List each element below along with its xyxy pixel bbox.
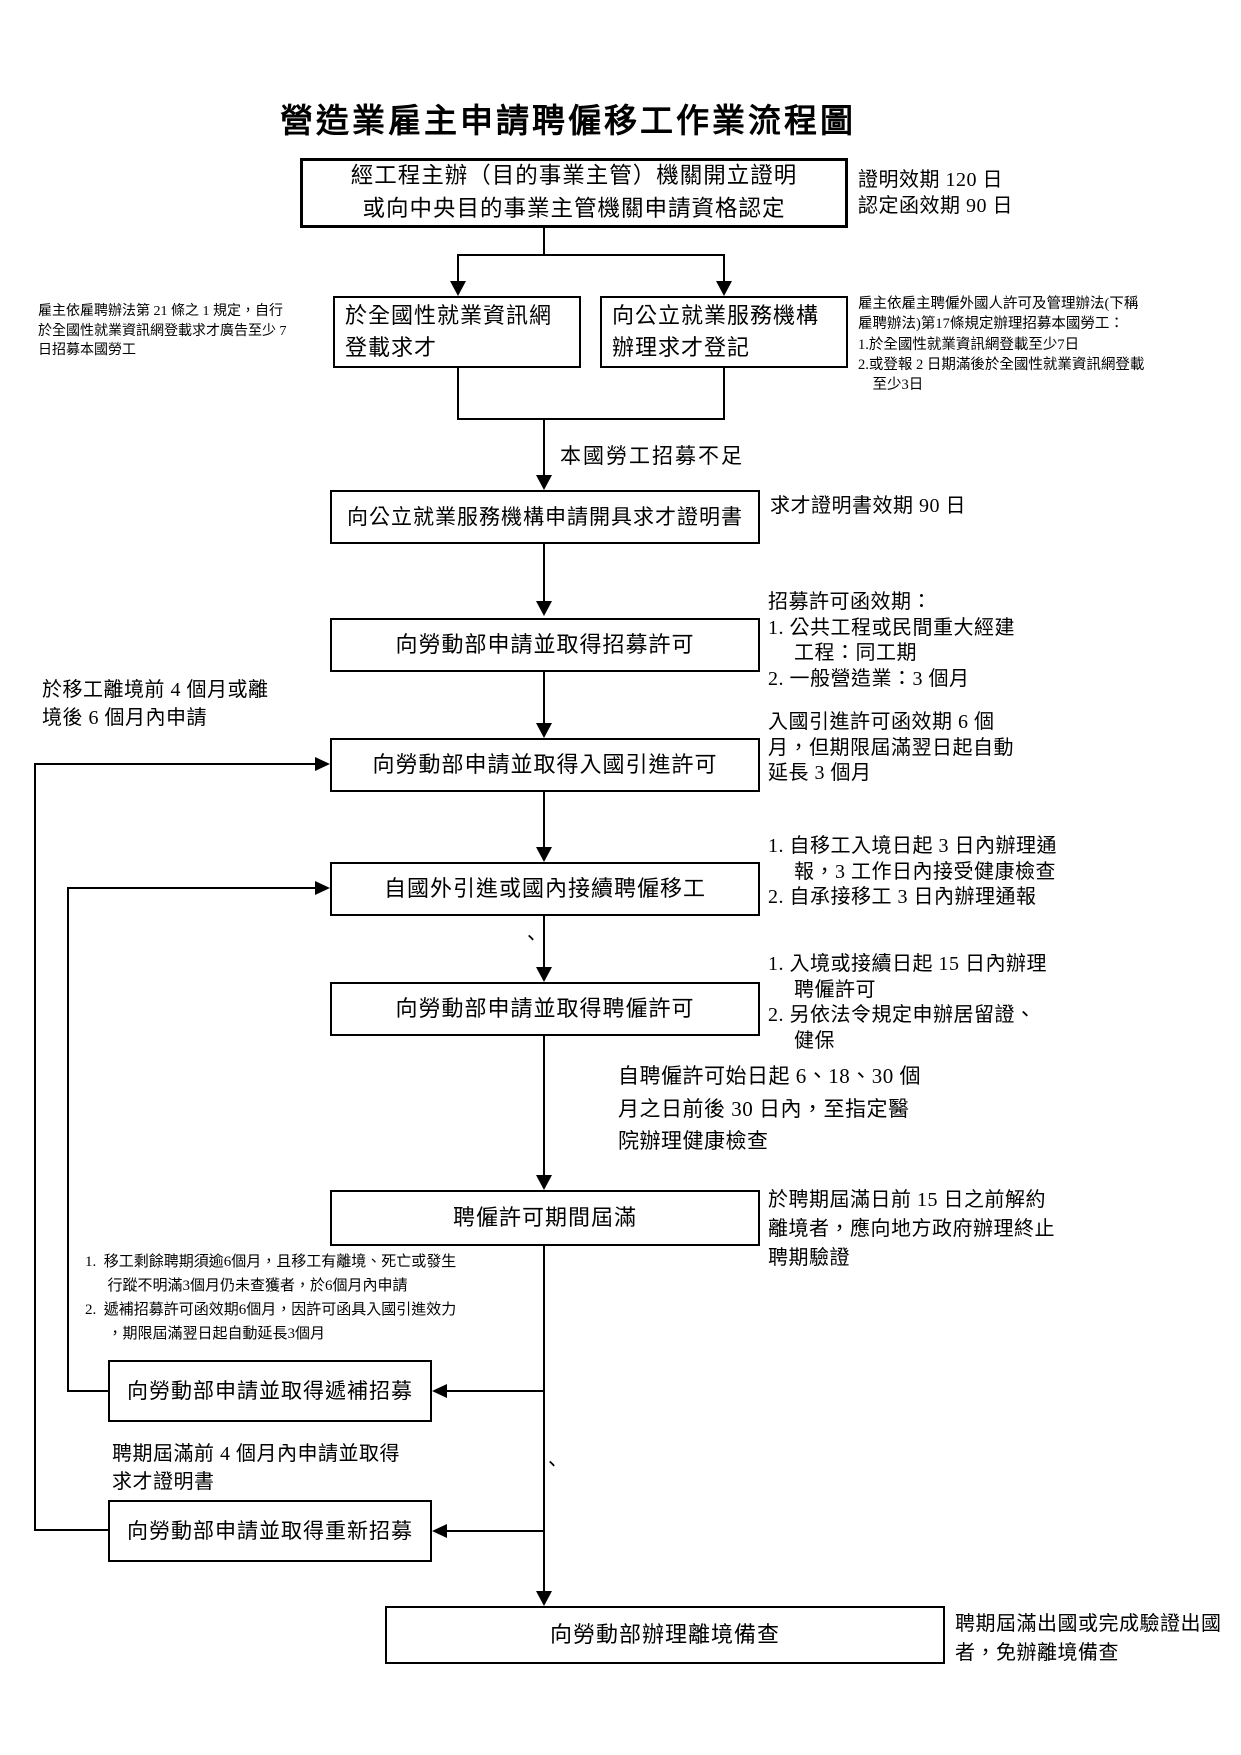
connector-merge-stem [543,420,545,476]
arrow-into-replacement-recruit [432,1384,447,1398]
connector-inner-loop-bottom [67,1390,108,1392]
node-employment-service-registration: 向公立就業服務機構 辦理求才登記 [600,296,848,368]
connector-outer-loop-bottom [34,1529,108,1531]
node-recruitment-permit: 向勞動部申請並取得招募許可 [330,618,760,672]
note-self-recruit-rule: 雇主依雇聘辦法第 21 條之 1 規定，自行 於全國性就業資訊網登載求才廣告至少… [38,304,287,359]
connector-merge-bar [457,418,725,420]
arrow-loop-into-worker-introduction [315,881,330,895]
note-renew-window: 聘期屆滿前 4 個月內申請並取得 求才證明書 [112,1443,400,1493]
note-departure-exempt: 聘期屆滿出國或完成驗證出國 者，免辦離境備查 [955,1613,1222,1664]
arrow-into-recruit-permit [536,601,552,616]
node-recruitment-certificate: 向公立就業服務機構申請開具求才證明書 [330,490,760,544]
arrow-into-employment-permit [536,967,552,982]
node-departure-report: 向勞動部辦理離境備查 [385,1606,945,1664]
stray-mark-2: 、 [548,1448,568,1470]
note-replacement-rule: 1. 移工剩餘聘期須逾6個月，且移工有離境、死亡或發生 行蹤不明滿3個月仍未查獲… [85,1254,457,1342]
note-certificate-validity-90: 求才證明書效期 90 日 [770,495,966,517]
connector-inner-loop-top [67,887,316,889]
arrow-into-permit-expiry [536,1175,552,1190]
connector-outer-loop-top [34,763,316,765]
node-entry-permit: 向勞動部申請並取得入國引進許可 [330,738,760,792]
connector-entry-to-introduction [543,792,545,848]
connector-cert-to-permit [543,544,545,602]
connector-merge-left-stub [457,368,459,420]
flow-title: 營造業雇主申請聘僱移工作業流程圖 [280,104,856,140]
node-renew-recruitment: 向勞動部申請並取得重新招募 [108,1500,432,1562]
arrow-into-recruit-certificate [536,475,552,490]
connector-split-right-stem [723,256,725,282]
arrow-loop-into-entry-permit [315,757,330,771]
note-recruit-permit-validity: 招募許可函效期： 1. 公共工程或民間重大經建 工程：同工期 2. 一般營造業：… [768,591,1015,690]
connector-branch-renew [446,1530,544,1532]
connector-permit-to-entry [543,672,545,724]
connector-branch-replacement [446,1390,544,1392]
stray-mark-1: 、 [527,922,547,944]
arrow-into-worker-introduction [536,847,552,862]
note-recruit-rule: 雇主依雇主聘僱外國人許可及管理辦法(下稱 雇聘辦法)第17條規定辦理招募本國勞工… [858,296,1145,394]
arrow-into-employment-office [716,281,732,296]
connector-qualification-stem [543,228,545,256]
connector-outer-loop-vertical [34,763,36,1531]
node-replacement-recruitment: 向勞動部申請並取得遞補招募 [108,1360,432,1422]
node-worker-introduction: 自國外引進或國內接續聘僱移工 [330,862,760,916]
note-arrival-report: 1. 自移工入境日起 3 日內辦理通 報，3 工作日內接受健康檢查 2. 自承接… [768,835,1057,909]
arrow-into-entry-permit [536,723,552,738]
note-employment-permit-deadline: 1. 入境或接續日起 15 日內辦理 聘僱許可 2. 另依法令規定申辦居留證、 … [768,953,1047,1052]
arrow-into-renew-recruit [432,1524,447,1538]
connector-split-left-stem [457,256,459,282]
connector-split-bar [457,254,725,256]
connector-expiry-to-departure [543,1246,545,1592]
note-entry-apply-window: 於移工離境前 4 個月或離 境後 6 個月內申請 [42,679,269,729]
arrow-into-departure-report [536,1591,552,1606]
node-permit-expiry: 聘僱許可期間屆滿 [330,1190,760,1246]
label-insufficient-local-workers: 本國勞工招募不足 [560,444,744,468]
connector-employment-to-expiry [543,1036,545,1176]
connector-introduction-to-employment [543,916,545,968]
note-entry-permit-validity: 入國引進許可函效期 6 個 月，但期限屆滿翌日起自動 延長 3 個月 [768,711,1014,785]
node-job-website-posting: 於全國性就業資訊網 登載求才 [333,296,581,368]
note-certificate-validity: 證明效期 120 日 認定函效期 90 日 [858,169,1013,217]
note-health-check: 自聘僱許可始日起 6、18、30 個 月之日前後 30 日內，至指定醫 院辦理健… [618,1064,921,1154]
connector-merge-right-stub [723,368,725,420]
arrow-into-job-website [450,281,466,296]
connector-inner-loop-vertical [67,887,69,1391]
node-employment-permit: 向勞動部申請並取得聘僱許可 [330,982,760,1036]
note-early-termination: 於聘期屆滿日前 15 日之前解約 離境者，應向地方政府辦理終止 聘期驗證 [768,1189,1055,1269]
node-qualification-certificate: 經工程主辦（目的事業主管）機關開立證明 或向中央目的事業主管機關申請資格認定 [300,158,848,228]
